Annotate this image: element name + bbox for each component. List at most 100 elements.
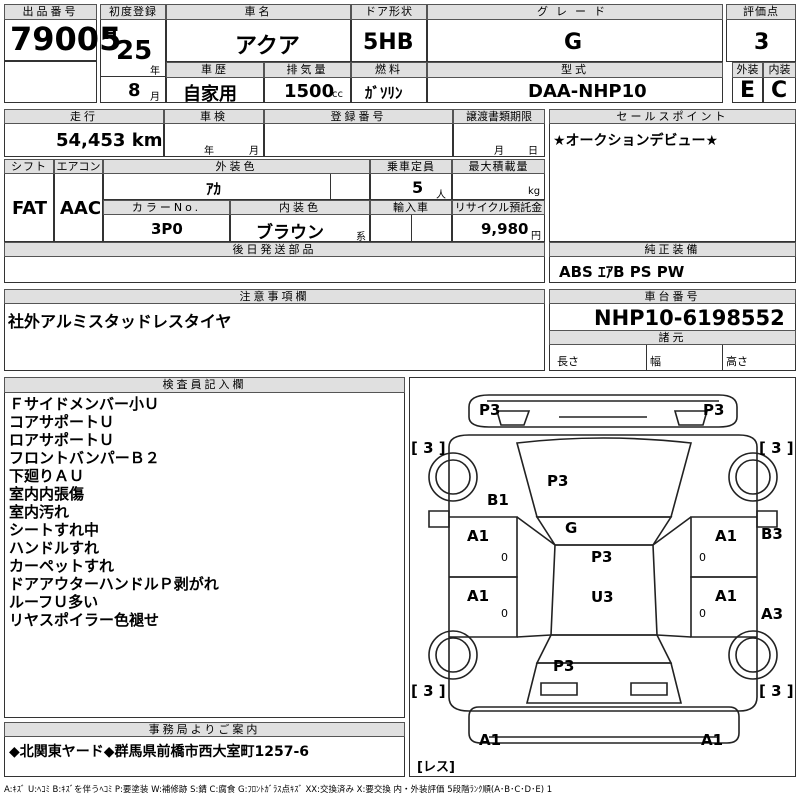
code-front-left: P3 bbox=[479, 401, 500, 419]
history: 自家用 bbox=[183, 84, 237, 105]
car-outline bbox=[428, 394, 778, 744]
remark-line: ロアサポートＵ bbox=[9, 431, 115, 449]
exterior-label: 外装 bbox=[732, 62, 763, 78]
code-door-rl: A1 bbox=[467, 587, 489, 605]
remark-line: シートすれ中 bbox=[9, 521, 100, 539]
height-label: 高さ bbox=[726, 355, 748, 368]
damage-codes: P3 P3 [ 3 ] [ 3 ] P3 B1 G P3 U3 A1 A1 A1… bbox=[411, 401, 794, 775]
code-rear-right: A1 bbox=[701, 731, 723, 749]
notes: 社外アルミスタッドレスタイヤ bbox=[8, 312, 232, 331]
score-label: 評価点 bbox=[726, 4, 796, 20]
sales-point-box bbox=[549, 109, 796, 242]
mileage-label: 走行 bbox=[4, 109, 164, 124]
car-name: アクア bbox=[235, 34, 300, 59]
code-roof: P3 bbox=[591, 548, 612, 566]
chassis-label: 車台番号 bbox=[549, 289, 796, 304]
code-spare: [レス] bbox=[417, 760, 455, 775]
door-type: 5HB bbox=[363, 30, 414, 55]
score: 3 bbox=[754, 30, 770, 55]
max-load-label: 最大積載量 bbox=[452, 159, 545, 174]
ext-color-divider bbox=[330, 174, 331, 200]
length-label: 長さ bbox=[557, 355, 579, 368]
dims-divider-1 bbox=[646, 345, 647, 371]
office-info: ◆北関東ヤード◆群馬県前橋市西大室町1257-6 bbox=[9, 744, 310, 760]
int-color-unit: 系 bbox=[356, 232, 366, 243]
era: H bbox=[104, 24, 118, 43]
grade: G bbox=[564, 30, 583, 55]
legend: A:ｷｽﾞ U:ﾍｺﾐ B:ｷｽﾞを伴うﾍｺﾐ P:要塗装 W:補修跡 S:錆 … bbox=[4, 785, 553, 795]
import-divider bbox=[411, 215, 412, 242]
remark-line: 室内内張傷 bbox=[9, 485, 85, 503]
insp-month-unit: 月 bbox=[249, 146, 259, 157]
shift: FAT bbox=[12, 198, 48, 219]
grade-label: グレード bbox=[427, 4, 723, 20]
remark-line: 室内汚れ bbox=[9, 503, 70, 521]
recycle-label: リサイクル預託金 bbox=[452, 200, 545, 215]
interior-grade: C bbox=[771, 78, 788, 103]
lot-lower-box bbox=[4, 61, 97, 103]
fuel-label: 燃料 bbox=[351, 62, 427, 78]
model: DAA-NHP10 bbox=[528, 81, 647, 102]
remark-line: カーペットすれ bbox=[9, 557, 115, 575]
dims-label: 諸元 bbox=[549, 330, 796, 345]
recycle-unit: 円 bbox=[531, 231, 541, 242]
remark-line: リヤスポイラー色褪せ bbox=[9, 611, 160, 629]
code-hood: P3 bbox=[547, 472, 568, 490]
reg-month: 8 bbox=[128, 80, 141, 101]
lot-no: 79005 bbox=[10, 20, 122, 58]
code-roof-u: U3 bbox=[591, 588, 614, 606]
year-unit: 年 bbox=[150, 66, 160, 77]
ext-color-label: 外装色 bbox=[103, 159, 370, 174]
recycle: 9,980 bbox=[481, 220, 529, 238]
displacement: 1500 bbox=[284, 81, 335, 102]
office-label: 事務局よりご案内 bbox=[4, 722, 405, 737]
fuel: ｶﾞｿﾘﾝ bbox=[365, 84, 403, 102]
reg-no-label: 登録番号 bbox=[264, 109, 453, 124]
import-label: 輸入車 bbox=[370, 200, 452, 215]
first-reg-label: 初度登録 bbox=[100, 4, 166, 20]
color-no-label: カラーNo. bbox=[103, 200, 230, 215]
tire-fr: [ 3 ] bbox=[759, 439, 794, 457]
max-load-unit: kg bbox=[528, 186, 541, 197]
reg-year: 25 bbox=[116, 36, 153, 66]
remark-line: 下廻りＡＵ bbox=[9, 467, 85, 485]
month-unit: 月 bbox=[150, 92, 160, 103]
inspector-remarks: Ｆサイドメンバー小Ｕ コアサポートＵ ロアサポートＵ フロントバンパーＢ２ 下廻… bbox=[9, 395, 219, 629]
remark-line: ハンドルすれ bbox=[9, 539, 100, 557]
code-right-a: A3 bbox=[761, 605, 783, 623]
remark-line: コアサポートＵ bbox=[9, 413, 115, 431]
chassis-no: NHP10-6198552 bbox=[594, 306, 785, 330]
interior-label: 内装 bbox=[763, 62, 796, 78]
ac-label: エアコン bbox=[54, 159, 103, 174]
code-trunk: P3 bbox=[553, 657, 574, 675]
first-reg-divider bbox=[100, 76, 166, 77]
transfer-label: 譲渡書類期限 bbox=[453, 109, 545, 124]
tire-rr: [ 3 ] bbox=[759, 682, 794, 700]
shift-label: シフト bbox=[4, 159, 54, 174]
car-name-label: 車名 bbox=[166, 4, 351, 20]
marker-zero: 0 bbox=[501, 551, 508, 564]
ac: AAC bbox=[60, 198, 102, 219]
int-color-label: 内装色 bbox=[230, 200, 370, 215]
equipment: ABS ｴｱB PS PW bbox=[559, 263, 685, 281]
insp-year-unit: 年 bbox=[204, 146, 214, 157]
capacity-unit: 人 bbox=[436, 190, 446, 201]
code-door-fl: A1 bbox=[467, 527, 489, 545]
model-label: 型式 bbox=[427, 62, 723, 78]
width-label: 幅 bbox=[650, 355, 661, 368]
history-label: 車歴 bbox=[166, 62, 264, 78]
displacement-unit: cc bbox=[332, 89, 343, 100]
displacement-label: 排気量 bbox=[264, 62, 351, 78]
later-parts-label: 後日発送部品 bbox=[4, 242, 545, 257]
diagram-box bbox=[409, 377, 796, 777]
lot-no-label: 出品番号 bbox=[4, 4, 97, 20]
capacity-label: 乗車定員 bbox=[370, 159, 452, 174]
door-label: ドア形状 bbox=[351, 4, 427, 20]
int-color: ブラウン bbox=[256, 223, 324, 243]
sales-point: ★オークションデビュー★ bbox=[553, 133, 719, 149]
code-door-fr: A1 bbox=[715, 527, 737, 545]
code-front-right: P3 bbox=[703, 401, 724, 419]
color-no: 3P0 bbox=[151, 220, 183, 238]
door-markers: 0 0 0 0 bbox=[501, 551, 706, 620]
remark-line: フロントバンパーＢ２ bbox=[9, 449, 160, 467]
